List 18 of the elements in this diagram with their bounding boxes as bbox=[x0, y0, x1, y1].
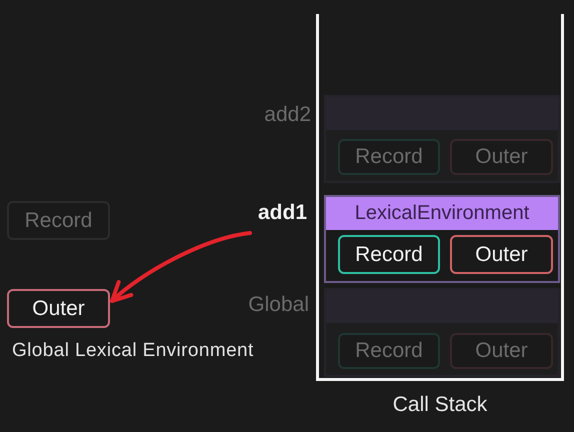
record-slot: Record bbox=[7, 201, 110, 240]
outer-slot: Outer bbox=[450, 333, 553, 369]
record-slot: Record bbox=[338, 139, 440, 175]
outer-slot: Outer bbox=[450, 235, 553, 274]
frame-label: add2 bbox=[263, 102, 311, 128]
outer-slot: Outer bbox=[450, 139, 553, 175]
outer-slot: Outer bbox=[7, 289, 110, 328]
record-slot: Record bbox=[338, 333, 440, 369]
record-slot: Record bbox=[338, 235, 440, 274]
stack-frame bbox=[324, 195, 560, 283]
frame-label: Global bbox=[247, 292, 309, 318]
stack-frame bbox=[324, 95, 560, 183]
stack-title: Call Stack bbox=[392, 392, 488, 418]
arrow bbox=[110, 231, 252, 303]
stack-frame bbox=[324, 288, 560, 377]
frame-label: add1 bbox=[256, 200, 307, 226]
environment-label: Global Lexical Environment bbox=[12, 339, 254, 363]
frame-title: LexicalEnvironment bbox=[326, 197, 558, 230]
